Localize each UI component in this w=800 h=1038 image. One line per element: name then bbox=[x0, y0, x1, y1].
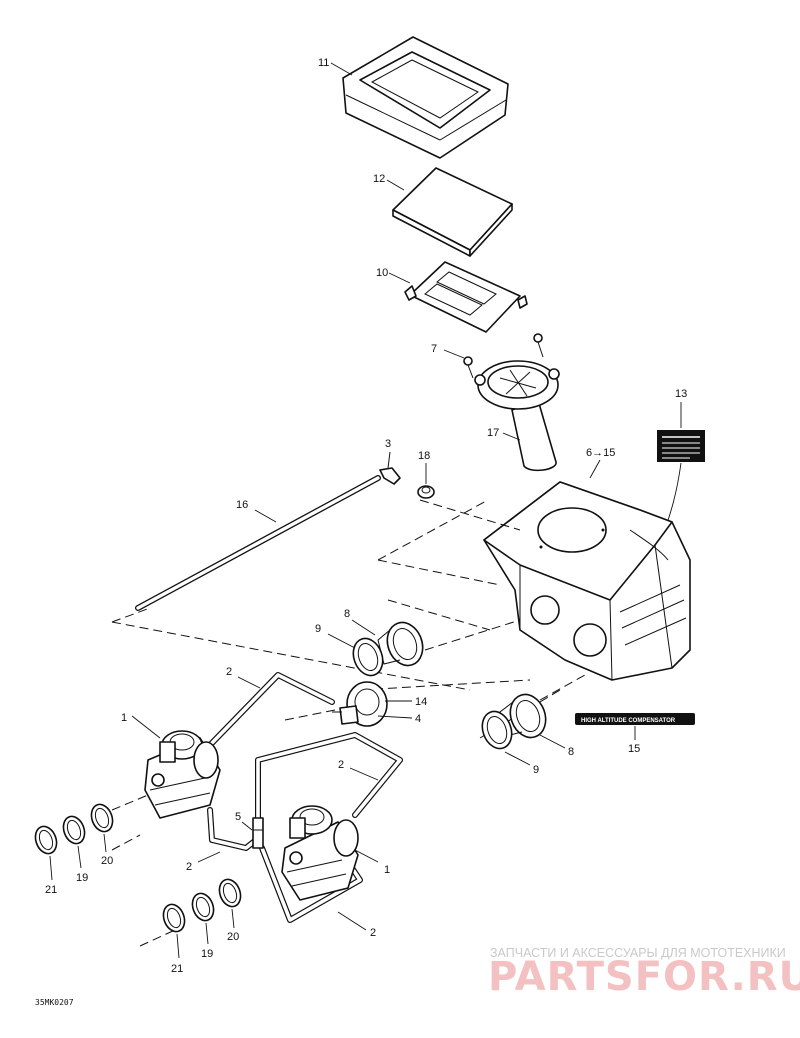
callout-21a: 21 bbox=[45, 884, 57, 896]
callout-1a: 1 bbox=[121, 712, 127, 724]
callout-19b: 19 bbox=[201, 948, 213, 960]
callout-19a: 19 bbox=[76, 872, 88, 884]
part-16-vent-tube bbox=[135, 475, 381, 611]
part-3-elbow-fitting bbox=[379, 451, 401, 485]
part-6-15-air-silencer bbox=[483, 481, 691, 681]
leader-6-15 bbox=[589, 459, 601, 479]
part-11-cover-frame bbox=[342, 36, 509, 159]
leader-2b bbox=[349, 767, 379, 781]
leader-2d bbox=[337, 911, 367, 931]
figure-code: 35MK0207 bbox=[35, 998, 74, 1007]
leader-12 bbox=[386, 179, 405, 191]
callout-17: 17 bbox=[487, 427, 499, 439]
callout-9a: 9 bbox=[315, 623, 321, 635]
callout-20a: 20 bbox=[101, 855, 113, 867]
leader-9b bbox=[504, 751, 531, 766]
callout-20b: 20 bbox=[227, 931, 239, 943]
leader-4 bbox=[377, 715, 413, 719]
part-12-filter bbox=[392, 167, 513, 257]
watermark: ЗАПЧАСТИ И АКСЕССУАРЫ ДЛЯ МОТОТЕХНИКИ PA… bbox=[488, 946, 800, 1000]
part-14-compensator bbox=[332, 681, 388, 727]
callout-1b: 1 bbox=[384, 864, 390, 876]
part-15-compensator-decal: HIGH ALTITUDE COMPENSATOR bbox=[575, 713, 695, 725]
callout-8a: 8 bbox=[344, 608, 350, 620]
callout-8b: 8 bbox=[568, 746, 574, 758]
callout-14: 14 bbox=[415, 696, 427, 708]
part-9-clamp-upper bbox=[352, 637, 384, 677]
leader-21b bbox=[176, 933, 180, 959]
part-1-carburetor-lower bbox=[281, 805, 359, 901]
callout-6-15: 6→15 bbox=[586, 447, 615, 459]
clamp-set-upper bbox=[34, 803, 114, 855]
part-5-tee-fitting bbox=[252, 817, 264, 849]
leader-8a bbox=[351, 619, 376, 636]
part-8-adapter-upper bbox=[377, 621, 424, 667]
callout-21b: 21 bbox=[171, 963, 183, 975]
leader-5 bbox=[241, 821, 253, 831]
leader-7 bbox=[443, 349, 465, 359]
callout-7: 7 bbox=[431, 343, 437, 355]
callout-2c: 2 bbox=[186, 861, 192, 873]
part-7-screws bbox=[463, 333, 544, 379]
leader-16 bbox=[254, 509, 277, 523]
leader-20a bbox=[103, 833, 107, 853]
watermark-subtitle: ЗАПЧАСТИ И АКСЕССУАРЫ ДЛЯ МОТОТЕХНИКИ bbox=[490, 946, 786, 960]
callout-2d: 2 bbox=[370, 927, 376, 939]
leader-11 bbox=[330, 62, 353, 76]
callout-2a: 2 bbox=[226, 666, 232, 678]
callout-3: 3 bbox=[385, 438, 391, 450]
part-18-grommet bbox=[417, 463, 435, 499]
callout-13: 13 bbox=[675, 388, 687, 400]
callout-12: 12 bbox=[373, 173, 385, 185]
decal-text: HIGH ALTITUDE COMPENSATOR bbox=[581, 718, 676, 724]
part-10-grid-plate bbox=[404, 261, 528, 333]
leader-17 bbox=[502, 432, 521, 441]
leader-9a bbox=[327, 633, 356, 649]
callout-5: 5 bbox=[235, 811, 241, 823]
leader-2c bbox=[197, 851, 221, 863]
part-17-silencer-funnel bbox=[474, 360, 560, 472]
clamp-set-lower bbox=[162, 878, 242, 933]
leader-8b bbox=[539, 734, 566, 749]
leader-1a bbox=[131, 715, 161, 739]
leader-19a bbox=[77, 845, 82, 869]
leader-21a bbox=[49, 855, 53, 881]
callout-18: 18 bbox=[418, 450, 430, 462]
callout-10: 10 bbox=[376, 267, 388, 279]
callout-4: 4 bbox=[415, 713, 421, 725]
leader-19b bbox=[205, 922, 209, 945]
leader-10 bbox=[388, 272, 411, 284]
callout-11: 11 bbox=[318, 57, 329, 69]
watermark-logo: PARTSFOR.RU bbox=[488, 954, 800, 1000]
leader-2a bbox=[237, 676, 261, 689]
part-9-clamp-lower bbox=[481, 710, 513, 750]
callout-15: 15 bbox=[628, 743, 640, 755]
callout-9b: 9 bbox=[533, 764, 539, 776]
part-13-decal bbox=[657, 430, 705, 462]
leader-20b bbox=[231, 908, 235, 929]
part-2-hoses bbox=[207, 672, 403, 923]
leader-1b bbox=[354, 849, 379, 863]
part-1-carburetor-upper bbox=[144, 730, 221, 819]
callout-16: 16 bbox=[236, 499, 248, 511]
callout-2b: 2 bbox=[338, 759, 344, 771]
